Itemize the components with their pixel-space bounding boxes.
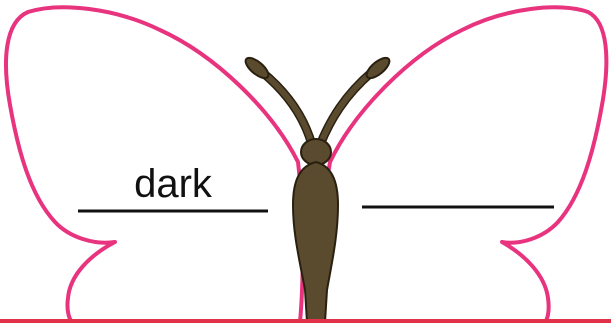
left-wing-word: dark — [78, 160, 268, 208]
right-antenna-tip — [363, 54, 392, 81]
left-antenna — [262, 72, 312, 145]
right-wing-blank[interactable] — [362, 160, 554, 208]
left-antenna-tip — [242, 54, 271, 81]
